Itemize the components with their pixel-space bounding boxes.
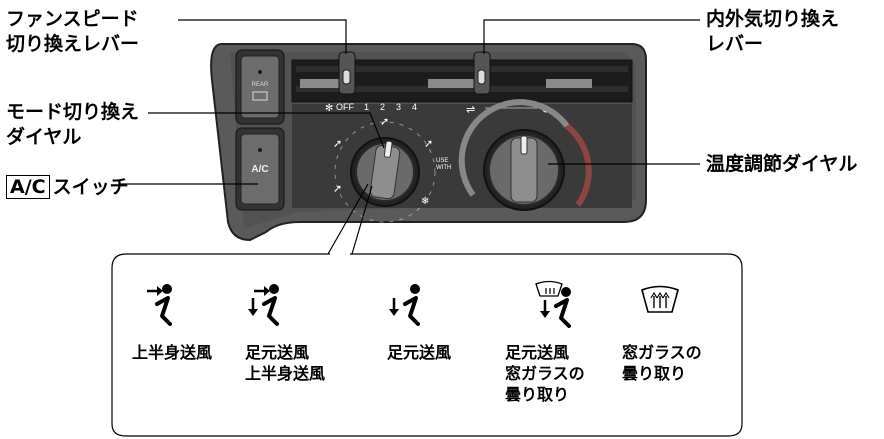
leader-lines <box>120 19 700 255</box>
mode-face-icon: ➚ <box>333 137 342 150</box>
ac-button-label: A/C <box>251 164 268 175</box>
mode-caption-line: 曇り取り <box>505 385 570 404</box>
fan-1-label: 1 <box>364 102 369 112</box>
mode-callout-line2: ダイヤル <box>6 126 82 148</box>
mode-dial[interactable] <box>350 137 420 207</box>
defrost-icon <box>641 285 679 313</box>
mode-caption-floor-defrost: 足元送風 窓ガラスの 曇り取り <box>505 342 585 405</box>
recirc-callout-line1: 内外気切り換え <box>706 8 840 30</box>
temperature-dial[interactable] <box>483 129 565 211</box>
fan-speed-lever[interactable] <box>338 51 356 95</box>
fresh-air-icon: ⇌ <box>466 103 475 116</box>
mode-caption-floor: 足元送風 <box>387 342 451 363</box>
floor-defrost-icon <box>535 280 571 328</box>
fan-scale: OFF 1 2 3 4 <box>336 102 417 112</box>
mode-caption-line: 窓ガラスの <box>505 364 585 383</box>
mode-caption-line: 曇り取り <box>622 364 687 383</box>
mode-caption-line: 上半身送風 <box>245 364 326 383</box>
recirc-callout-line2: レバー <box>706 33 764 55</box>
fan-off-label: OFF <box>336 102 354 112</box>
fan-callout-line2: 切り換えレバー <box>6 33 140 55</box>
floor-vent-icon <box>389 284 420 326</box>
mode-caption-line: 足元送風 <box>245 343 310 362</box>
rear-label: REAR <box>252 82 269 88</box>
mode-caption-line: 窓ガラスの <box>622 343 702 362</box>
recirc-lever-callout: 内外気切り換え レバー <box>706 7 839 57</box>
rear-defrost-button[interactable] <box>240 55 280 119</box>
mode-floor-icon: ➚ <box>424 137 433 150</box>
ac-callout-box: A/C <box>6 175 50 199</box>
temp-dial-callout: 温度調節ダイヤル <box>706 152 857 177</box>
temp-callout-text: 温度調節ダイヤル <box>706 153 858 175</box>
use-with-label-2: WITH <box>436 165 451 171</box>
mode-caption-face: 上半身送風 <box>132 342 212 363</box>
fan-3-label: 3 <box>396 102 401 112</box>
fan-lever-callout: ファンスピード 切り換えレバー <box>6 7 139 57</box>
fan-2-label: 2 <box>380 102 385 112</box>
mode-caption-defrost: 窓ガラスの 曇り取り <box>622 342 702 384</box>
fan-4-label: 4 <box>412 102 417 112</box>
mode-caption-line: 足元送風 <box>505 343 570 362</box>
bilevel-vent-icon <box>248 284 279 326</box>
fan-icon: ✻ <box>325 103 333 114</box>
mode-caption-bilevel: 足元送風 上半身送風 <box>245 342 325 384</box>
face-vent-icon <box>147 284 172 326</box>
ac-callout-text: スイッチ <box>52 176 129 198</box>
mode-caption-line: 上半身送風 <box>132 343 213 362</box>
fan-callout-line1: ファンスピード <box>6 8 139 30</box>
mode-defrost-icon: ❄ <box>421 196 429 207</box>
mode-caption-line: 足元送風 <box>387 343 452 362</box>
mode-dial-callout: モード切り換え ダイヤル <box>6 100 139 150</box>
mode-callout-line1: モード切り換え <box>6 101 140 123</box>
recirculation-lever[interactable] <box>473 51 491 95</box>
ac-button[interactable] <box>240 133 280 205</box>
mode-bilevel-icon: ➚ <box>380 115 389 128</box>
use-with-label-1: USE <box>436 158 448 164</box>
mode-foot-icon: ➚ <box>333 182 342 195</box>
